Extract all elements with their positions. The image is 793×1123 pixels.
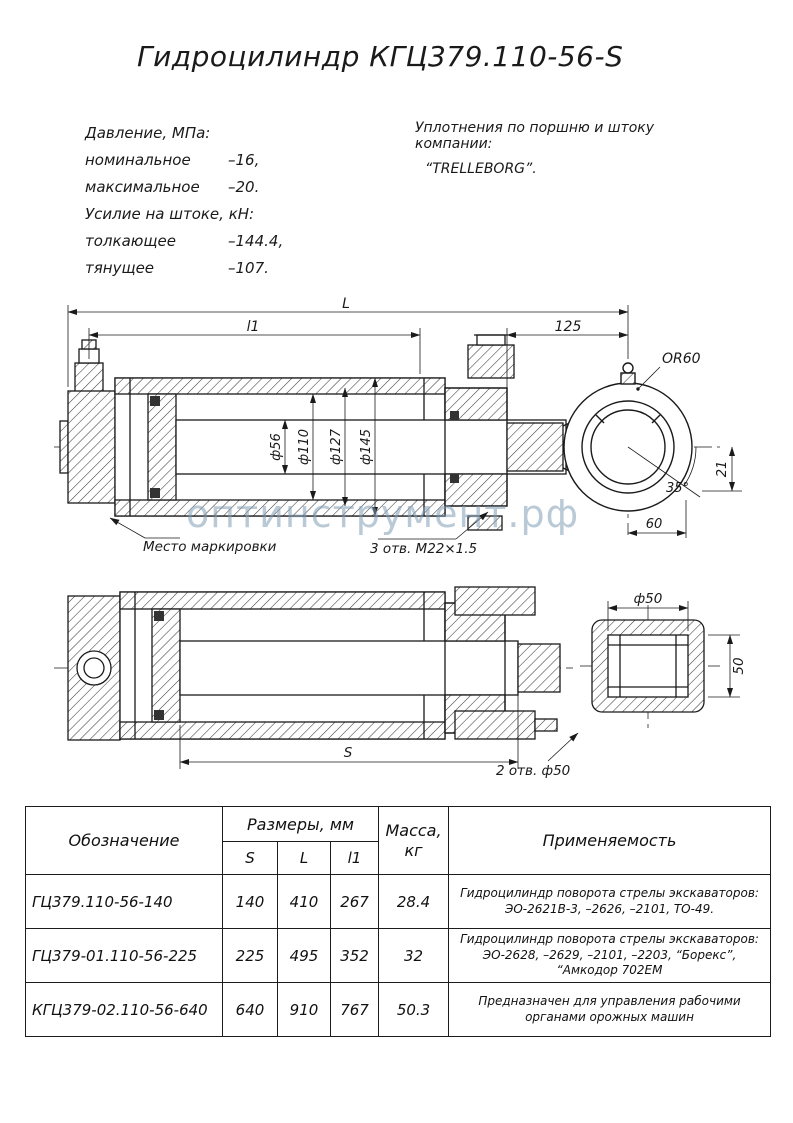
page-title: Гидроцилиндр КГЦ379.110-56-S <box>137 40 624 73</box>
spec-table-wrap: Обозначение Размеры, мм Масса, кг Примен… <box>25 806 772 1037</box>
cell-application: Гидроцилиндр поворота стрелы экскаваторо… <box>448 928 772 983</box>
dim-or60: OR60 <box>662 351 701 367</box>
cell-l1: 767 <box>329 982 380 1037</box>
spec-value: –107. <box>228 259 269 277</box>
cell-mass: 50.3 <box>378 982 450 1037</box>
dim-d127: ф127 <box>329 428 344 465</box>
note-2-holes: 2 отв. ф50 <box>496 763 570 779</box>
header-mass-line2: кг <box>404 840 423 860</box>
spec-push: толкающее –144.4, <box>85 232 365 259</box>
seals-line1: Уплотнения по поршню и штоку компании: <box>415 120 655 152</box>
cell-l: 410 <box>277 874 331 929</box>
spec-max: максимальное –20. <box>85 178 365 205</box>
dim-d50: ф50 <box>634 591 663 607</box>
header-l1: l1 <box>329 841 380 875</box>
spec-label: Давление, МПа: <box>85 124 211 142</box>
cell-s: 640 <box>222 982 278 1037</box>
cylinder-structure2 <box>67 586 561 741</box>
spec-label: максимальное <box>85 178 200 196</box>
cell-designation: КГЦ379-02.110-56-640 <box>25 982 223 1037</box>
header-L: L <box>277 841 331 875</box>
drawing-retracted-view: ф50 50 S 2 отв. ф50 <box>54 586 747 779</box>
dim-l1: l1 <box>247 319 260 335</box>
dim-21: 21 <box>715 461 730 478</box>
cell-mass: 32 <box>378 928 450 983</box>
cylinder-structure <box>59 334 567 531</box>
spec-value: –16, <box>228 151 260 169</box>
cell-l1: 352 <box>329 928 380 983</box>
specs-block: Давление, МПа: номинальное –16, максимал… <box>85 124 365 286</box>
table-row: КГЦ379-02.110-56-640 640 910 767 50.3 Пр… <box>25 982 772 1037</box>
drawing-extended-view: L l1 125 OR60 ф56 ф110 ф127 ф145 21 35° … <box>54 296 742 557</box>
header-designation: Обозначение <box>25 806 223 875</box>
dimension-lines <box>67 305 742 540</box>
dim-125: 125 <box>555 319 582 335</box>
spec-force-header: Усилие на штоке, кН: <box>85 205 365 232</box>
cell-mass: 28.4 <box>378 874 450 929</box>
watermark: оптинструмент.рф <box>186 492 580 536</box>
spec-label: Усилие на штоке, кН: <box>85 205 255 223</box>
header-S: S <box>222 841 278 875</box>
cell-l: 910 <box>277 982 331 1037</box>
dimension-lines2 <box>179 601 740 769</box>
cell-designation: ГЦ379.110-56-140 <box>25 874 223 929</box>
seals-line2: “TRELLEBORG”. <box>425 161 537 177</box>
dim-60: 60 <box>646 517 663 532</box>
spec-value: –20. <box>228 178 260 196</box>
header-mass-line1: Масса, <box>385 820 442 840</box>
cell-s: 140 <box>222 874 278 929</box>
cell-application: Предназначен для управления рабочими орг… <box>448 982 772 1037</box>
spec-pull: тянущее –107. <box>85 259 365 286</box>
seals-note: Уплотнения по поршню и штоку компании: “… <box>415 120 735 177</box>
cell-application: Гидроцилиндр поворота стрелы экскаваторо… <box>448 874 772 929</box>
spec-nominal: номинальное –16, <box>85 151 365 178</box>
cell-s: 225 <box>222 928 278 983</box>
cell-designation: ГЦ379-01.110-56-225 <box>25 928 223 983</box>
dim-50: 50 <box>731 657 747 674</box>
table-row: ГЦ379.110-56-140 140 410 267 28.4 Гидроц… <box>25 874 772 929</box>
dim-d145: ф145 <box>359 429 374 465</box>
spec-table: Обозначение Размеры, мм Масса, кг Примен… <box>25 806 772 1037</box>
dim-d56: ф56 <box>269 433 284 461</box>
dim-L: L <box>342 296 350 312</box>
note-3-holes: 3 отв. М22×1.5 <box>370 541 477 557</box>
dimension-labels: L l1 125 OR60 ф56 ф110 ф127 ф145 21 35° … <box>143 296 730 557</box>
header-application: Применяемость <box>448 806 772 875</box>
spec-label: толкающее <box>85 232 176 250</box>
spec-value: –144.4, <box>228 232 284 250</box>
spec-label: тянущее <box>85 259 155 277</box>
note-marking: Место маркировки <box>143 539 277 555</box>
dim-35deg: 35° <box>666 481 689 496</box>
cell-l1: 267 <box>329 874 380 929</box>
dim-d110: ф110 <box>297 429 312 465</box>
eye-bore-detail <box>591 619 705 713</box>
spec-pressure-header: Давление, МПа: <box>85 124 365 151</box>
table-row: ГЦ379-01.110-56-225 225 495 352 32 Гидро… <box>25 928 772 983</box>
cell-l: 495 <box>277 928 331 983</box>
dim-S: S <box>344 745 353 761</box>
header-dimensions: Размеры, мм <box>221 806 380 842</box>
dimension-labels2: ф50 50 S 2 отв. ф50 <box>344 591 747 779</box>
header-mass: Масса, кг <box>378 806 450 875</box>
spec-label: номинальное <box>85 151 191 169</box>
